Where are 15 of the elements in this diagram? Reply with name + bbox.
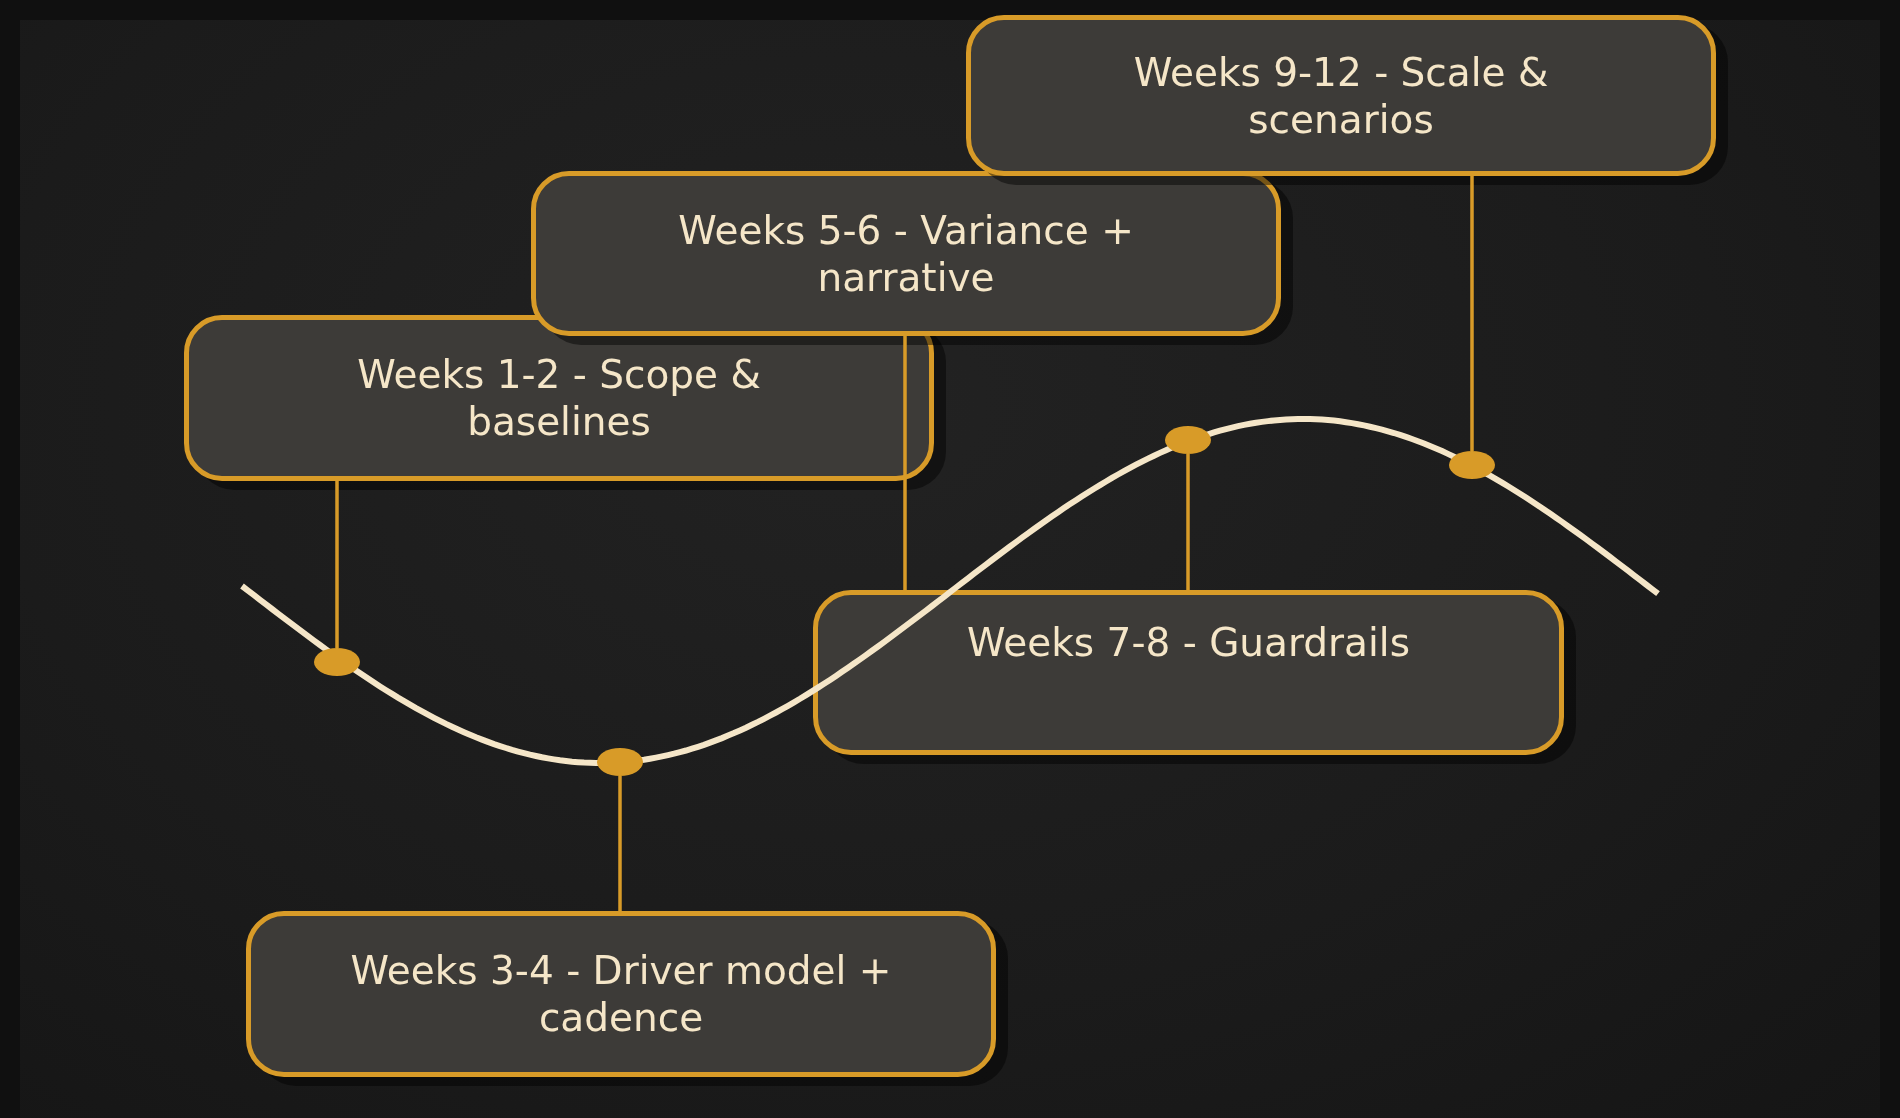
leader-line bbox=[903, 336, 907, 590]
milestone-box bbox=[966, 15, 1716, 176]
milestone-text: Weeks 9-12 - Scale & scenarios bbox=[1132, 48, 1550, 143]
milestone-box bbox=[531, 171, 1281, 336]
milestone-box bbox=[184, 315, 934, 481]
leader-line bbox=[1470, 176, 1474, 451]
leader-line bbox=[1186, 454, 1190, 590]
milestone-box bbox=[813, 590, 1564, 755]
milestone-box bbox=[246, 911, 996, 1077]
milestone-text: Weeks 7-8 - Guardrails bbox=[967, 619, 1410, 666]
milestone-text: Weeks 5-6 - Variance + narrative bbox=[677, 206, 1135, 301]
leader-line bbox=[618, 776, 622, 911]
leader-line bbox=[335, 481, 339, 648]
milestone-text: Weeks 1-2 - Scope & baselines bbox=[356, 351, 762, 445]
milestone-text: Weeks 3-4 - Driver model + cadence bbox=[349, 947, 893, 1041]
